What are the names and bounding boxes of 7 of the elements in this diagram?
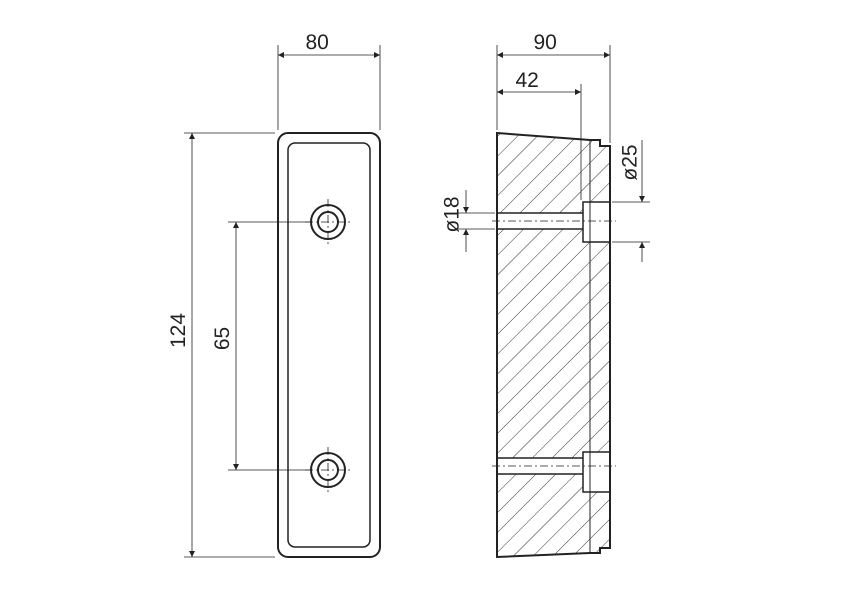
dimension-label: 124	[168, 312, 189, 348]
dimension-label: 80	[306, 32, 329, 52]
dimension-label: 42	[516, 70, 539, 90]
dimension-label: ø18	[442, 196, 463, 232]
dimension-label: 90	[534, 32, 557, 52]
dimension-label: ø25	[620, 144, 641, 180]
dimension-label: 65	[212, 326, 233, 350]
